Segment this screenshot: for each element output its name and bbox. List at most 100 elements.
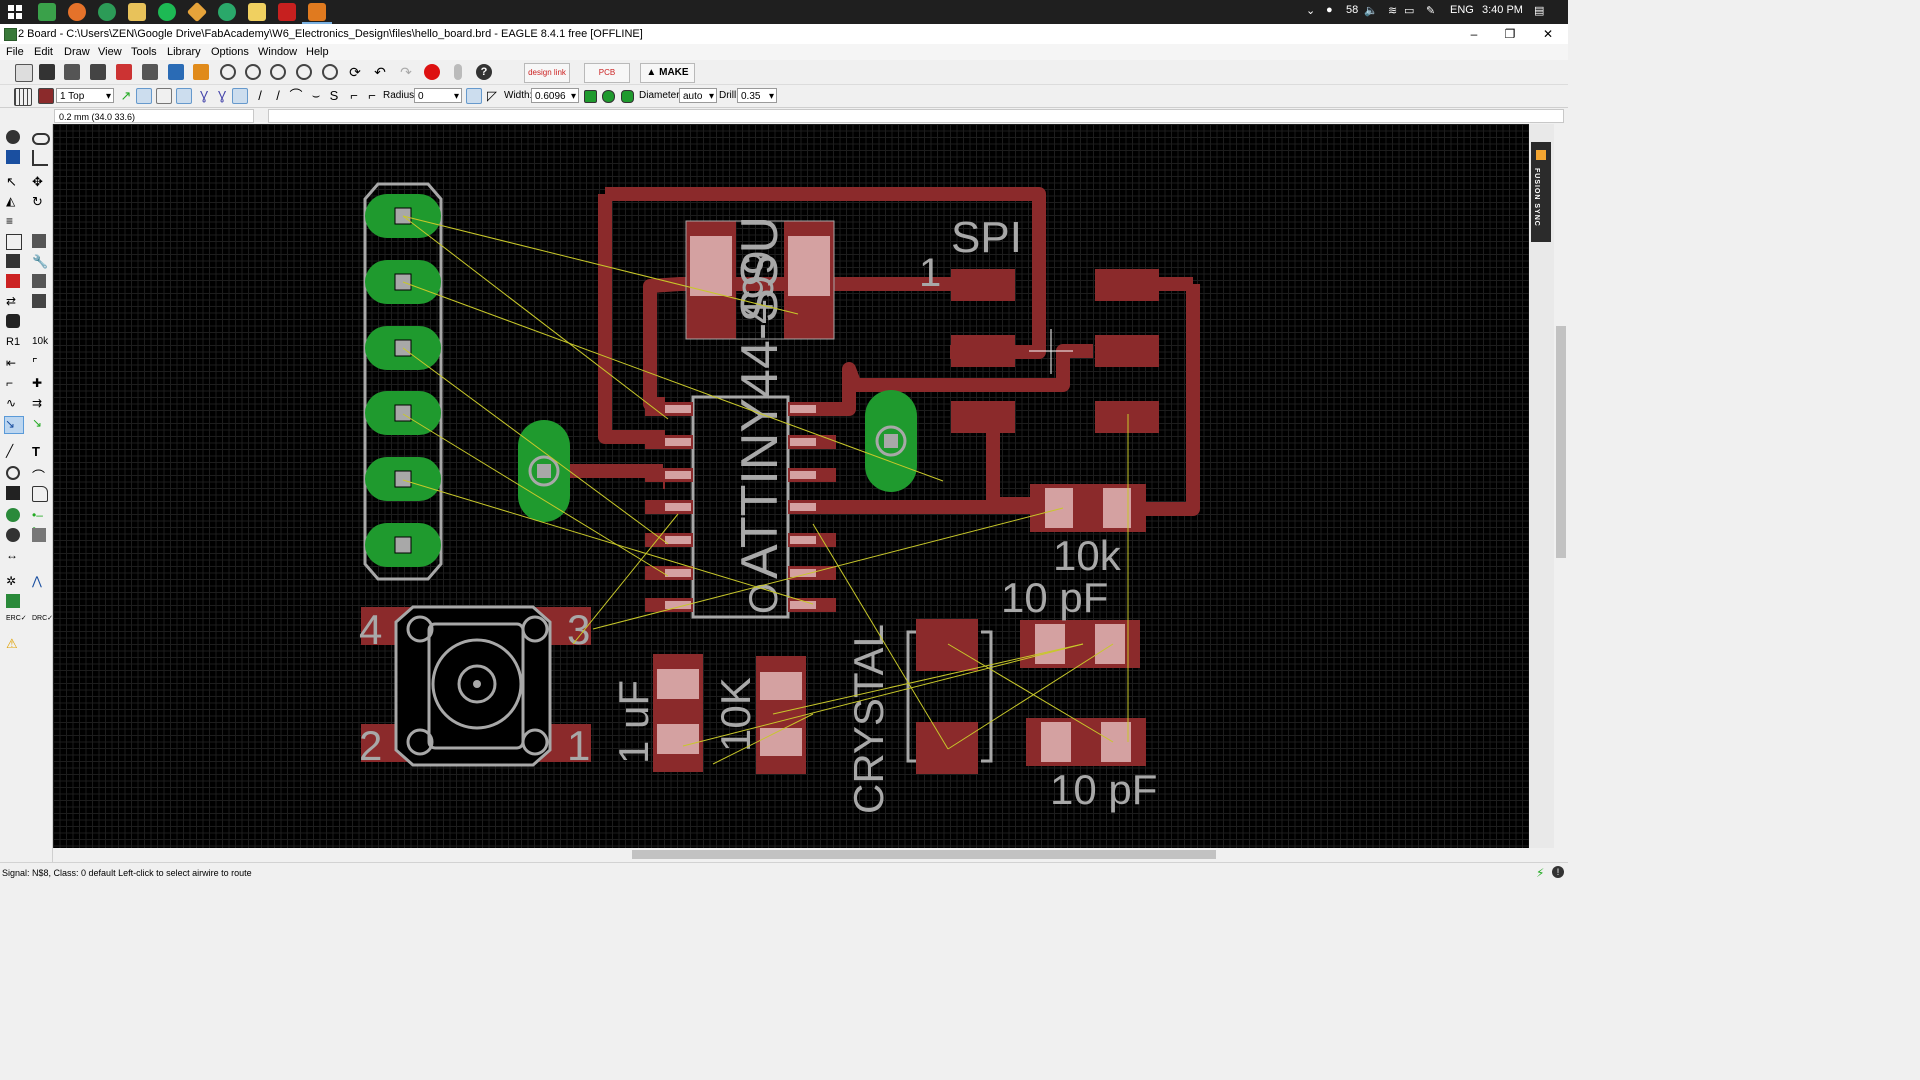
menu-view[interactable]: View bbox=[98, 46, 122, 58]
drill-select[interactable]: 0.35 ▾ bbox=[737, 88, 777, 103]
battery-icon[interactable]: ▭ bbox=[1404, 5, 1415, 17]
bend-style-1-icon[interactable] bbox=[156, 88, 172, 104]
tray-chevron-icon[interactable]: ⌄ bbox=[1306, 5, 1316, 17]
menu-file[interactable]: File bbox=[6, 46, 24, 58]
attribute-icon[interactable] bbox=[32, 528, 46, 542]
menu-window[interactable]: Window bbox=[258, 46, 298, 58]
mark-icon[interactable] bbox=[32, 150, 48, 166]
bend-style-11-icon[interactable]: ⌐ bbox=[368, 88, 376, 103]
resistor-top[interactable]: 499 bbox=[685, 220, 835, 340]
clock[interactable]: 3:40 PM bbox=[1482, 4, 1523, 16]
signal-icon[interactable]: •–• bbox=[32, 508, 43, 536]
split-icon[interactable]: ⇤ bbox=[6, 356, 17, 370]
redo-icon[interactable]: ↷ bbox=[400, 64, 412, 80]
taskbar-app-icon[interactable] bbox=[98, 3, 116, 21]
pen-icon[interactable]: ✎ bbox=[1426, 5, 1436, 17]
vertical-scroll-thumb[interactable] bbox=[1556, 326, 1566, 558]
script-icon[interactable] bbox=[168, 64, 184, 80]
zoom-previous-icon[interactable] bbox=[322, 64, 338, 80]
name-icon[interactable]: R1 bbox=[6, 336, 21, 348]
optimize-icon[interactable]: ⌐ bbox=[6, 376, 14, 390]
menu-help[interactable]: Help bbox=[306, 46, 329, 58]
menu-options[interactable]: Options bbox=[211, 46, 249, 58]
bend-style-4-icon[interactable]: Ɣ bbox=[217, 88, 227, 103]
via-right[interactable] bbox=[865, 390, 917, 492]
bend-style-2-icon[interactable] bbox=[176, 88, 192, 104]
spi-header[interactable] bbox=[951, 269, 1159, 433]
undo-icon[interactable]: ↶ bbox=[374, 64, 386, 80]
hole-icon[interactable] bbox=[6, 528, 20, 542]
miter-round-icon[interactable] bbox=[466, 88, 482, 104]
eagle-icon[interactable] bbox=[308, 3, 326, 21]
grid-icon[interactable] bbox=[14, 88, 32, 106]
attiny-chip[interactable]: ATTINY44-SSU O bbox=[645, 216, 836, 619]
horizontal-scroll-thumb[interactable] bbox=[632, 850, 1216, 859]
swap-icon[interactable]: ⇄ bbox=[6, 294, 17, 308]
notifications-icon[interactable]: ▤ bbox=[1534, 5, 1545, 17]
bend-style-8-icon[interactable]: ⌒ bbox=[289, 88, 303, 103]
taskbar-app-icon[interactable] bbox=[38, 3, 56, 21]
errors-icon[interactable]: ⚠ bbox=[6, 636, 18, 651]
layer-select[interactable]: 1 Top ▾ bbox=[56, 88, 114, 103]
arc-icon[interactable]: ⌒ bbox=[32, 469, 46, 484]
polygon-icon[interactable] bbox=[32, 486, 48, 502]
cam-processor-icon[interactable] bbox=[6, 594, 20, 608]
ratsnest-icon[interactable]: ✲ bbox=[6, 574, 17, 588]
autorouter-icon[interactable]: ⋀ bbox=[32, 574, 42, 588]
help-icon[interactable]: ? bbox=[476, 64, 492, 80]
copy-icon[interactable] bbox=[6, 234, 22, 250]
menu-tools[interactable]: Tools bbox=[131, 46, 157, 58]
volume-icon[interactable]: 🔈 bbox=[1364, 5, 1378, 17]
paste-icon[interactable] bbox=[32, 234, 46, 248]
zoom-fit-icon[interactable] bbox=[220, 64, 236, 80]
print-icon[interactable] bbox=[64, 64, 80, 80]
wire-bend-icon[interactable]: ↗ bbox=[120, 88, 132, 103]
pcb-quote-button[interactable]: PCB QUOTE bbox=[584, 63, 630, 95]
capacitor-10pf-a[interactable]: 10 pF bbox=[1001, 574, 1140, 668]
menu-library[interactable]: Library bbox=[167, 46, 201, 58]
bend-style-9-icon[interactable]: ⌣ bbox=[311, 88, 321, 103]
bend-style-10-icon[interactable]: ⌐ bbox=[350, 88, 358, 103]
redraw-icon[interactable]: ⟳ bbox=[349, 64, 361, 80]
value-icon[interactable]: 10k bbox=[32, 336, 49, 347]
push-button[interactable]: 4 3 2 1 bbox=[359, 605, 591, 769]
circle-icon[interactable] bbox=[6, 466, 20, 480]
width-select[interactable]: 0.6096 ▾ bbox=[531, 88, 579, 103]
library-icon[interactable] bbox=[142, 64, 158, 80]
taskbar-app-icon[interactable] bbox=[218, 3, 236, 21]
mirror-icon[interactable]: ◭ bbox=[6, 194, 16, 208]
drc-icon[interactable]: DRC✓ bbox=[32, 615, 54, 622]
airwires[interactable] bbox=[402, 215, 1129, 765]
capacitor-10pf-b[interactable]: 10 pF bbox=[1026, 718, 1157, 813]
align-icon[interactable]: ≡ bbox=[6, 214, 14, 228]
go-icon[interactable] bbox=[454, 64, 462, 80]
ulp-icon[interactable] bbox=[193, 64, 209, 80]
menu-draw[interactable]: Draw bbox=[64, 46, 90, 58]
firefox-icon[interactable] bbox=[68, 3, 86, 21]
miter-icon[interactable]: ⌜ bbox=[32, 356, 38, 370]
spotify-icon[interactable] bbox=[158, 3, 176, 21]
via-octagon-icon[interactable] bbox=[621, 90, 634, 103]
via-round-icon[interactable] bbox=[602, 90, 615, 103]
ripup-icon[interactable]: ⇉ bbox=[32, 396, 43, 410]
dimension-icon[interactable]: ↔ bbox=[6, 548, 18, 562]
zoom-in-icon[interactable] bbox=[245, 64, 261, 80]
miter-straight-icon[interactable]: ◸ bbox=[487, 88, 497, 103]
move-group-icon[interactable]: ✥ bbox=[32, 174, 43, 189]
open-icon[interactable] bbox=[15, 64, 33, 82]
rotate-icon[interactable]: ↻ bbox=[32, 194, 43, 209]
lock-part-icon[interactable] bbox=[6, 314, 20, 328]
design-link-button[interactable]: design link bbox=[524, 63, 570, 83]
cam-icon[interactable] bbox=[90, 64, 106, 80]
wifi-icon[interactable]: ≋ bbox=[1388, 5, 1398, 17]
via-left[interactable] bbox=[518, 420, 570, 522]
meander-tool-icon[interactable]: ∿ bbox=[6, 396, 17, 410]
erc-icon[interactable]: ERC✓ bbox=[6, 615, 27, 622]
rectangle-icon[interactable] bbox=[6, 486, 20, 500]
bend-style-6-icon[interactable]: / bbox=[258, 88, 262, 103]
route-icon[interactable]: ↘ bbox=[4, 416, 24, 434]
zoom-out-icon[interactable] bbox=[270, 64, 286, 80]
make-button[interactable]: ▲ MAKE bbox=[640, 63, 695, 83]
info-icon[interactable] bbox=[6, 130, 20, 144]
close-button[interactable]: ✕ bbox=[1542, 27, 1554, 41]
